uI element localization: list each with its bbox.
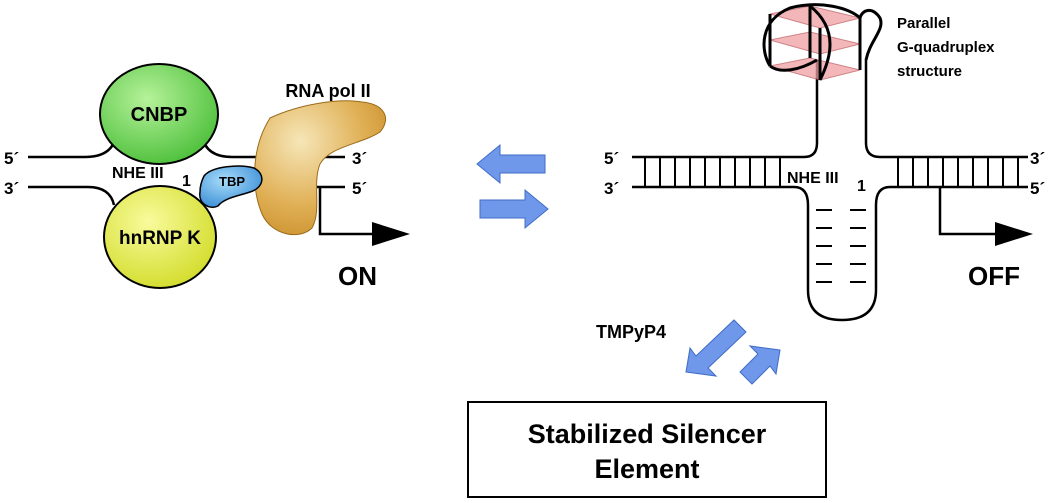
silencer-line2: Element bbox=[594, 454, 699, 484]
tbp-protein bbox=[199, 165, 263, 208]
quadruplex-label-line3: structure bbox=[897, 63, 962, 80]
right-top-strand bbox=[632, 60, 1028, 159]
equilibrium-arrow-left bbox=[476, 143, 546, 185]
silencer-box bbox=[467, 401, 827, 498]
tbp-label: TBP bbox=[219, 174, 245, 189]
equilibrium-arrows bbox=[476, 143, 549, 230]
right-panel: Parallel G-quadruplex structure NHE III … bbox=[604, 3, 1045, 322]
right-bottom-3prime: 3´ bbox=[604, 179, 619, 198]
right-nhe-subscript: 1 bbox=[857, 178, 866, 195]
right-state-label: OFF bbox=[968, 261, 1020, 291]
silencer-line1: Stabilized Silencer bbox=[528, 419, 767, 449]
left-nhe-subscript: 1 bbox=[182, 173, 191, 190]
right-top-3prime: 3´ bbox=[1030, 149, 1045, 168]
left-transcription-arrow bbox=[318, 187, 375, 236]
g-quadruplex bbox=[762, 3, 883, 81]
right-top-5prime: 5´ bbox=[604, 149, 619, 168]
tmpyp4-arrow-up bbox=[739, 345, 781, 385]
quadruplex-tetrad-2 bbox=[769, 31, 861, 55]
quadruplex-label-line1: Parallel bbox=[897, 15, 950, 32]
tmpyp4-arrow-down bbox=[685, 319, 747, 377]
tmpyp4-label: TMPyP4 bbox=[596, 322, 666, 342]
left-top-5prime: 5´ bbox=[4, 149, 19, 168]
cnbp-label: CNBP bbox=[131, 104, 188, 126]
ligand-section: TMPyP4 Stabilized Silencer Element bbox=[467, 319, 827, 498]
left-panel: CNBP hnRNP K RNA pol II TBP NHE III 1 5´… bbox=[4, 63, 410, 291]
right-bottom-strand bbox=[632, 185, 1028, 322]
right-right-basepairs bbox=[897, 157, 1019, 187]
left-bottom-5prime: 5´ bbox=[352, 179, 367, 198]
left-transcription-arrowhead bbox=[372, 222, 410, 246]
left-bottom-3prime: 3´ bbox=[4, 179, 19, 198]
rnapol-label: RNA pol II bbox=[285, 81, 370, 101]
left-top-3prime: 3´ bbox=[352, 149, 367, 168]
hnrnpk-protein bbox=[103, 185, 217, 289]
right-transcription-arrow bbox=[938, 187, 998, 236]
right-transcription-arrowhead bbox=[995, 222, 1033, 246]
hnrnpk-label: hnRNP K bbox=[119, 228, 201, 249]
left-nhe-label: NHE III bbox=[112, 165, 164, 182]
hairpin-basepairs bbox=[816, 209, 866, 283]
rnapol-protein bbox=[254, 100, 386, 236]
equilibrium-arrow-right bbox=[479, 188, 549, 230]
right-bottom-5prime: 5´ bbox=[1030, 179, 1045, 198]
right-left-basepairs bbox=[644, 157, 781, 187]
quadruplex-label-line2: G-quadruplex bbox=[897, 39, 995, 56]
left-state-label: ON bbox=[338, 261, 377, 291]
cnbp-protein bbox=[99, 63, 219, 165]
right-nhe-label: NHE III bbox=[787, 170, 839, 187]
